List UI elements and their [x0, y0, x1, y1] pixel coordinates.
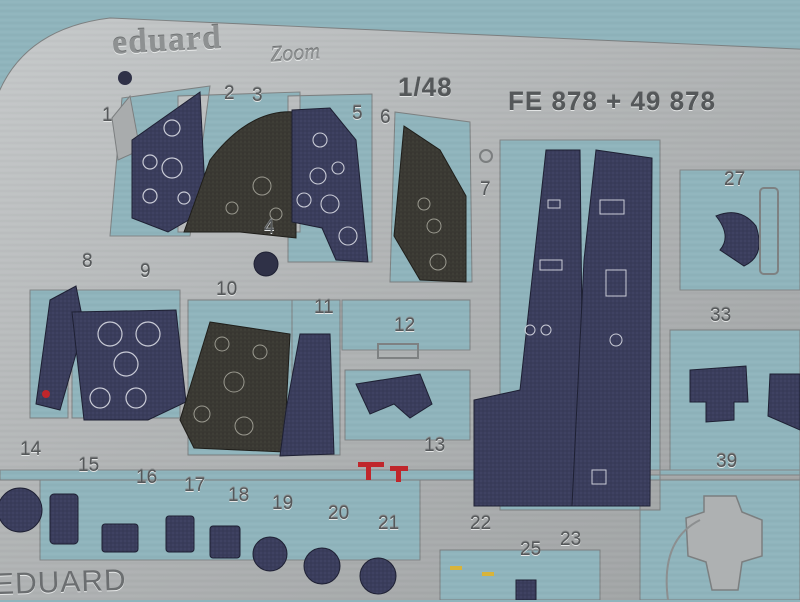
part-12-part: [355, 373, 433, 419]
part-6-gauges: [417, 197, 447, 271]
part-number: 15: [78, 455, 100, 476]
part-number: 10: [216, 279, 238, 300]
part-number: 12: [394, 315, 416, 336]
part-number: 1: [102, 105, 113, 126]
part-8-panel: [35, 285, 85, 411]
part-number: 9: [140, 261, 151, 282]
part-7-ring: [479, 149, 493, 163]
part-11-panel: [279, 333, 335, 457]
strip-details: [524, 199, 627, 485]
part-33-part: [689, 365, 749, 423]
part-8-red-light: [42, 390, 50, 398]
part-number: 5: [352, 103, 363, 124]
part-9-gauges: [89, 321, 161, 409]
part-10-gauges: [193, 336, 268, 436]
part-5-panel: [291, 107, 369, 263]
part-number: 3: [252, 85, 263, 106]
scale-label: 1/48: [398, 72, 453, 102]
wire-loop: [665, 519, 701, 600]
yellow-bits: [450, 566, 494, 576]
part-1-knob: [118, 71, 132, 85]
part-12-frame: [377, 343, 419, 359]
part-27-gauge: [715, 212, 760, 267]
part-number: 21: [378, 513, 400, 534]
part-39-frame: [685, 495, 763, 591]
part-number: 7: [480, 179, 491, 200]
part-number: 33: [710, 305, 732, 326]
part-2-panel: [131, 91, 207, 233]
part-number: 16: [136, 467, 158, 488]
part-number: 23: [560, 529, 582, 550]
part-number: 13: [424, 435, 446, 456]
part-number: 19: [272, 493, 294, 514]
part-number: 6: [380, 107, 391, 128]
part-5-gauges: [296, 132, 358, 246]
part-number: 20: [328, 503, 350, 524]
part-number: 22: [470, 513, 492, 534]
part-3-gauges: [225, 176, 283, 221]
part-number: 14: [20, 439, 42, 460]
brand-logo-eduard: eduard: [111, 19, 223, 62]
part-number: 17: [184, 475, 206, 496]
part-4-rosette: [253, 251, 279, 277]
part-number: 4: [264, 217, 275, 238]
part-number: 8: [82, 251, 93, 272]
part-number: 39: [716, 451, 738, 472]
part-13-red-bits: [358, 462, 408, 482]
part-number: 2: [224, 83, 235, 104]
bottom-row-parts: [0, 487, 537, 600]
part-number: 11: [314, 297, 334, 318]
product-code: FE 878 + 49 878: [508, 86, 716, 116]
part-9-panel: [71, 309, 187, 421]
part-27-bar: [759, 187, 779, 275]
part-number: 18: [228, 485, 250, 506]
part-22-strip: [473, 149, 585, 507]
part-2-gauges: [142, 119, 191, 205]
part-33-extra: [767, 373, 800, 431]
brand-zoom: Zoom: [269, 38, 321, 67]
part-23-strip: [571, 149, 653, 507]
part-number: 25: [520, 539, 542, 560]
bottom-brand: EDUARD: [0, 563, 128, 602]
part-number: 27: [724, 169, 746, 190]
